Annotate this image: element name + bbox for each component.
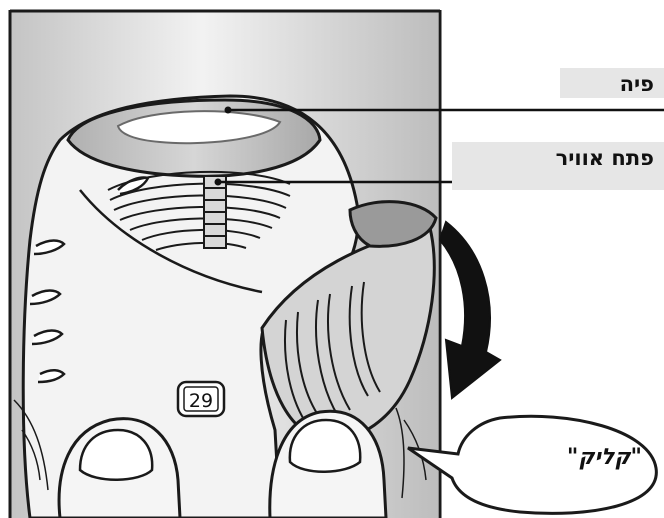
dose-counter-value: 29 (189, 390, 213, 412)
mouthpiece-label: פיה (620, 72, 654, 96)
air-vent-pointer-dot (215, 179, 222, 186)
air-vent-label: פתח אוויר (556, 146, 654, 170)
click-sound-label: "קליק" (567, 445, 642, 470)
mouthpiece-pointer-dot (225, 107, 232, 114)
curved-arrow-down-icon (440, 222, 500, 398)
